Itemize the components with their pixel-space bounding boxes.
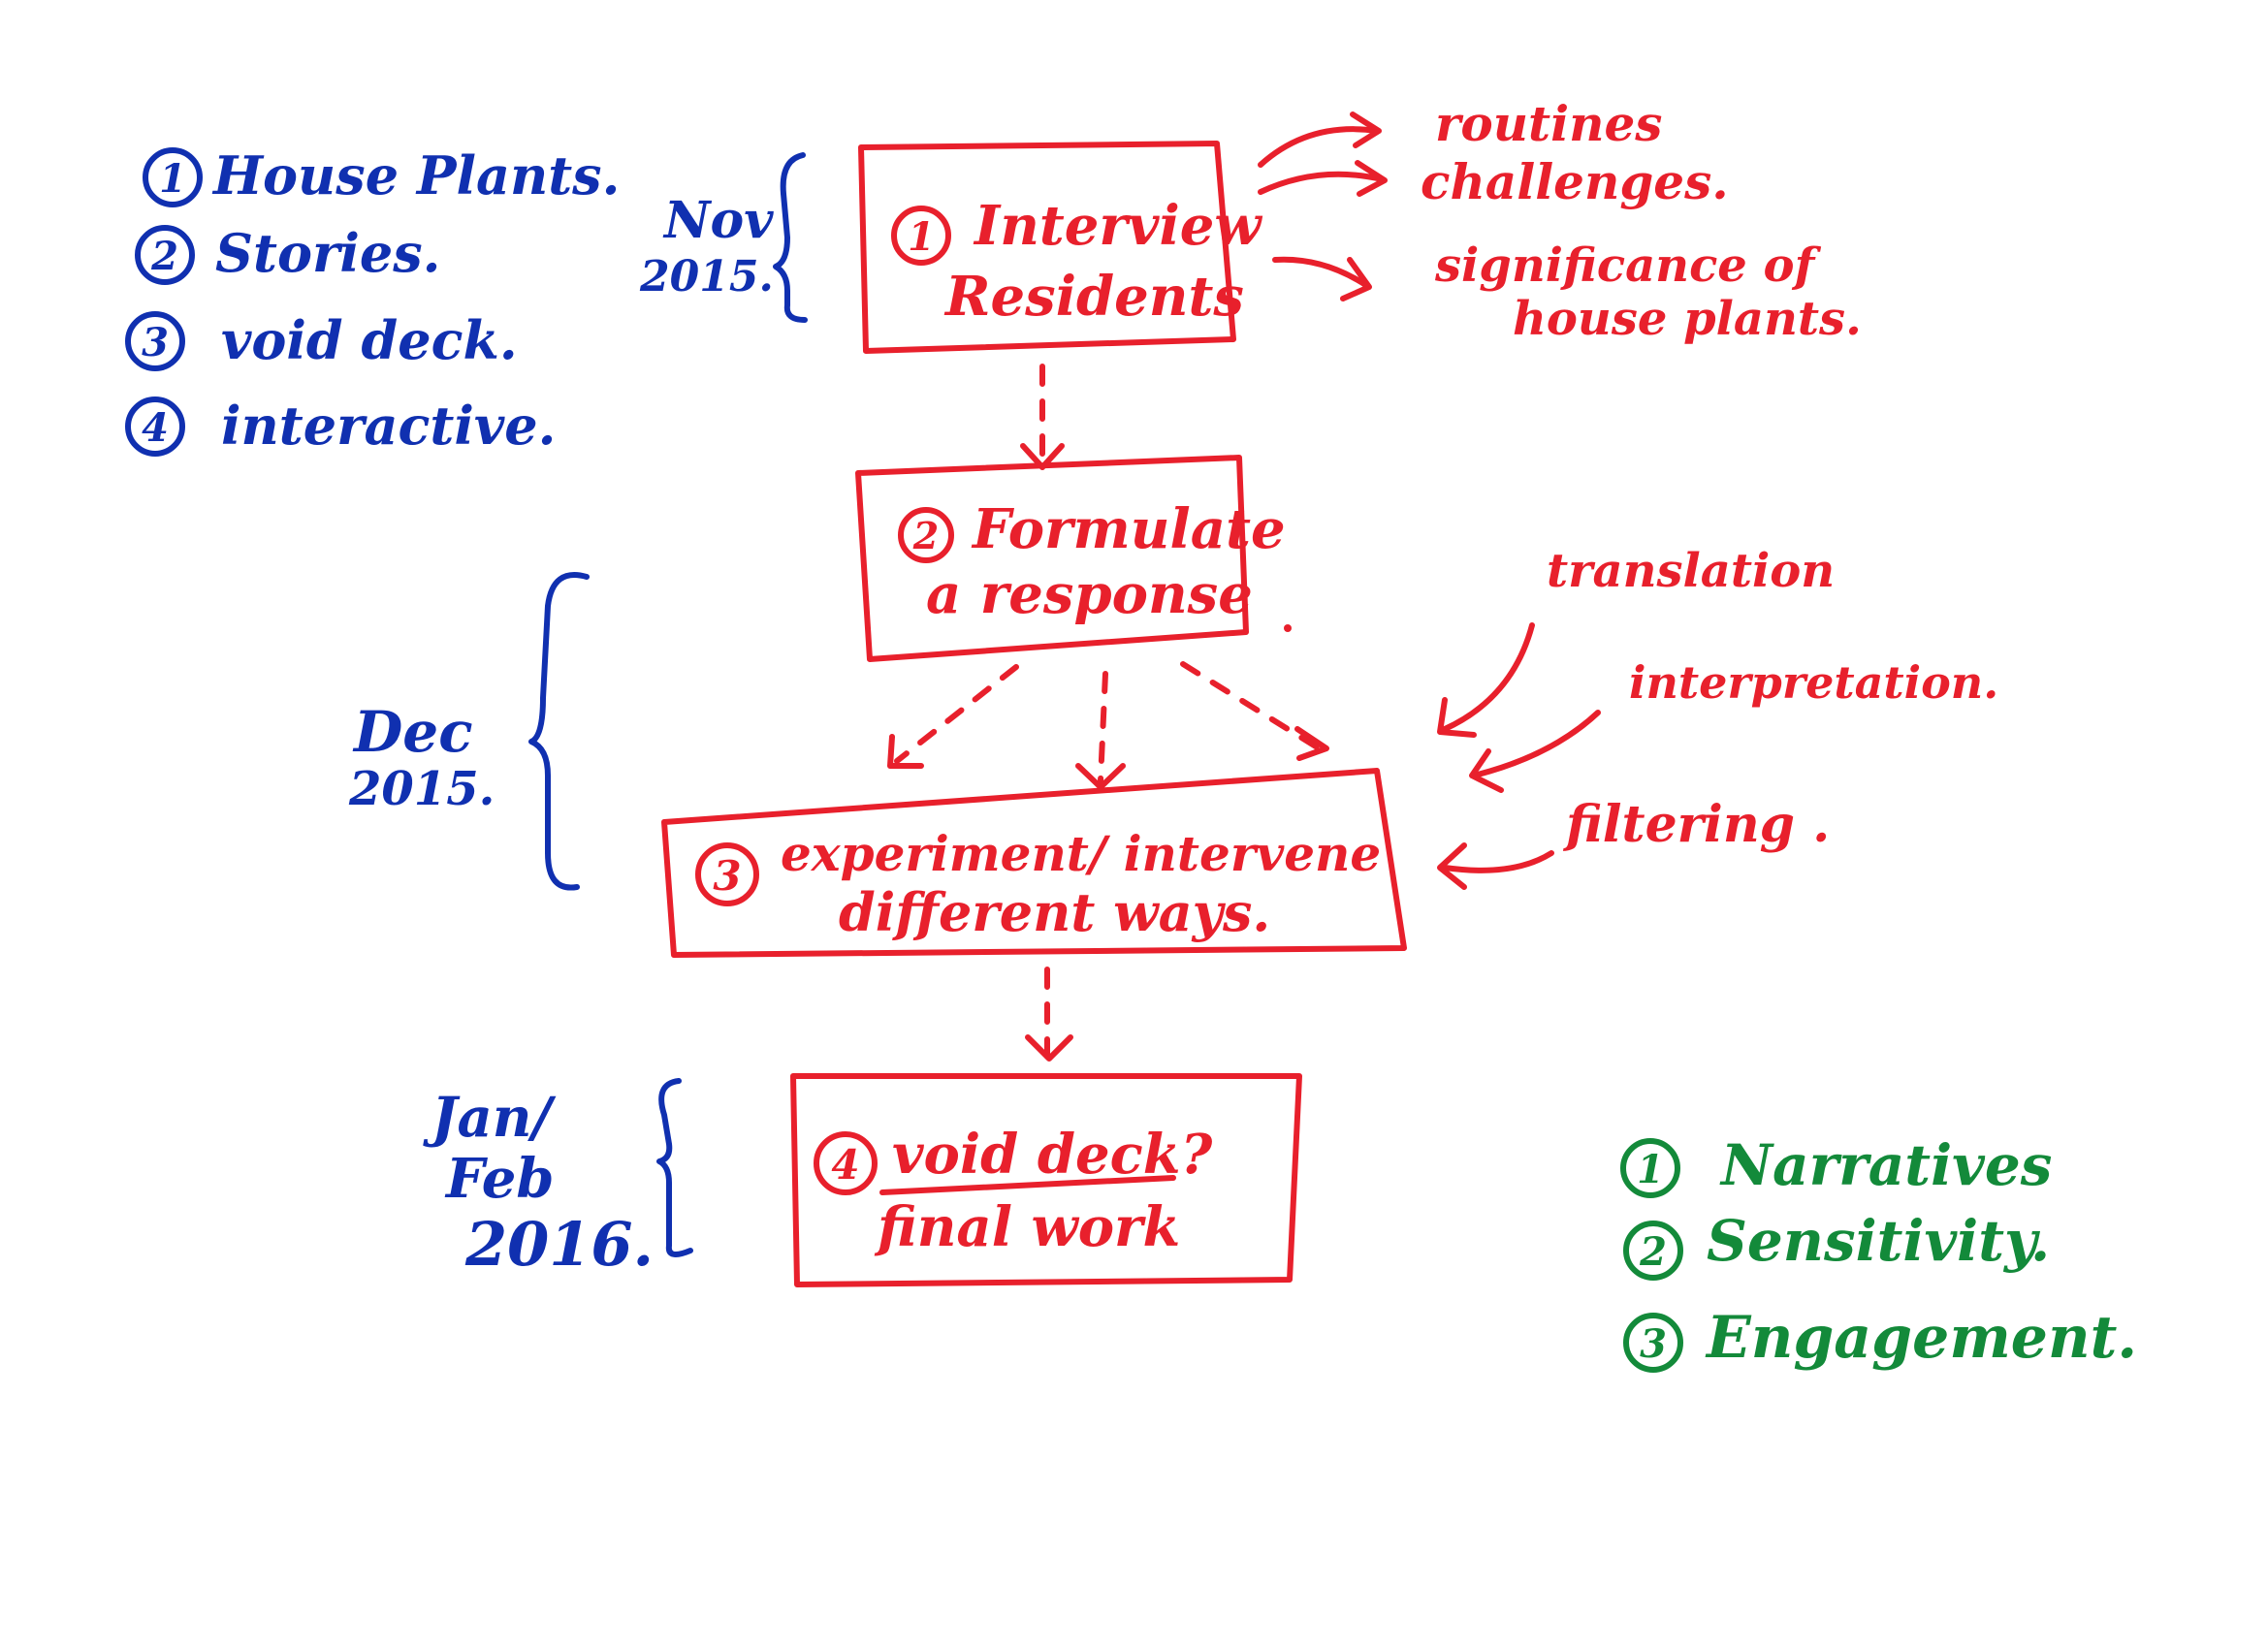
arrow-2-to-3-left <box>894 664 1019 764</box>
arrow-head-icon <box>1437 842 1467 890</box>
legend-right-text: Sensitivity. <box>1707 1208 2050 1274</box>
arrow-head-icon <box>1075 763 1126 790</box>
arrow-2-to-3-right <box>1180 661 1326 754</box>
timeline-label: 2016. <box>464 1209 654 1280</box>
arrow-head-icon <box>887 734 924 769</box>
arrow-head-icon <box>1294 726 1329 761</box>
legend-left-item: 2 Stories. <box>135 222 440 285</box>
underline <box>879 1175 1176 1195</box>
arrow-head-icon <box>1020 443 1065 470</box>
legend-left-num: 2 <box>150 234 178 279</box>
arrow-head-icon <box>1437 697 1477 738</box>
legend-left-item: 1 House Plants. <box>143 144 620 207</box>
arrow-icon <box>1471 710 1601 778</box>
legend-left: 1 House Plants. 2 Stories. 3 void deck. … <box>125 144 620 457</box>
legend-left-item: 3 void deck. <box>125 309 518 371</box>
legend-right-item: 2 Sensitivity. <box>1623 1208 2050 1281</box>
timeline-phase-3: Jan/ Feb 2016. <box>423 1078 693 1280</box>
brace-icon <box>773 152 808 323</box>
outcome-text: house plants. <box>1513 292 1862 346</box>
legend-right-num: 3 <box>1640 1321 1667 1367</box>
legend-right-num: 2 <box>1639 1229 1667 1275</box>
legend-right-item: 3 Engagement. <box>1623 1304 2137 1373</box>
methods: translation interpretation. filtering . <box>1437 544 1998 890</box>
timeline-label: 2015. <box>348 762 495 816</box>
timeline-phase-2: Dec 2015. <box>348 572 590 891</box>
arrow-icon <box>1258 171 1385 195</box>
brace-icon <box>656 1078 693 1257</box>
legend-right-text: Engagement. <box>1705 1304 2137 1372</box>
arrow-head-icon <box>1350 111 1382 148</box>
step-box-4: 4 void deck? final work <box>790 1073 1302 1287</box>
legend-left-text: interactive. <box>221 395 556 457</box>
legend-right-num: 1 <box>1637 1147 1664 1192</box>
legend-right-item: 1 Narratives <box>1620 1132 2052 1198</box>
arrow-head-icon <box>1025 1034 1073 1062</box>
method-text: filtering . <box>1562 795 1830 854</box>
step-number: 2 <box>912 514 939 557</box>
step-line: different ways. <box>839 881 1270 943</box>
step-line: Formulate <box>971 497 1286 561</box>
legend-left-text: Stories. <box>215 222 440 284</box>
arrow-head-icon <box>1469 748 1504 793</box>
legend-left-text: House Plants. <box>211 144 620 206</box>
step-line: final work <box>874 1195 1180 1259</box>
arrow-2-to-3-middle <box>1098 671 1108 783</box>
step-number: 4 <box>831 1141 859 1189</box>
step-number: 3 <box>713 852 741 900</box>
legend-right: 1 Narratives 2 Sensitivity. 3 Engagement… <box>1620 1132 2137 1373</box>
arrow-icon <box>1442 850 1554 873</box>
arrow-head-icon <box>1340 257 1372 301</box>
timeline-label: Dec <box>352 699 473 765</box>
step-line: Residents <box>943 265 1244 329</box>
ink-dot <box>1284 624 1292 632</box>
legend-left-item: 4 interactive. <box>125 395 556 457</box>
arrow-icon <box>1442 622 1535 732</box>
legend-left-text: void deck. <box>221 309 518 371</box>
arrow-head-icon <box>1355 160 1388 197</box>
timeline-label: Feb <box>444 1147 554 1211</box>
timeline-phase-1: Nov 2015. <box>639 152 808 323</box>
step-line: Interview <box>973 194 1262 258</box>
legend-right-text: Narratives <box>1719 1132 2052 1198</box>
step-box-2: 2 Formulate a response <box>855 455 1286 662</box>
step-line: experiment/ intervene <box>781 825 1381 882</box>
outcome-text: challenges. <box>1421 153 1729 210</box>
method-text: interpretation. <box>1629 656 1998 709</box>
outcome-text: routines <box>1435 95 1662 152</box>
outcome-text: significance of <box>1434 238 1822 293</box>
legend-left-num: 4 <box>142 405 169 451</box>
step-box-1: 1 Interview Residents <box>858 141 1262 354</box>
step-line: a response <box>926 562 1253 626</box>
brace-icon <box>528 572 590 891</box>
arrow-icon <box>1272 256 1370 289</box>
timeline-label: Nov <box>662 191 774 250</box>
interview-outcomes: routines challenges. significance of hou… <box>1258 95 1862 346</box>
legend-left-num: 1 <box>159 156 186 202</box>
step-box-3: 3 experiment/ intervene different ways. <box>661 768 1407 958</box>
step-number: 1 <box>908 214 935 260</box>
timeline-label: 2015. <box>639 252 774 301</box>
timeline-label: Jan/ <box>423 1086 556 1150</box>
arrow-icon <box>1258 126 1380 168</box>
legend-left-num: 3 <box>142 320 169 365</box>
flow-arrows <box>887 364 1329 1062</box>
method-text: translation <box>1547 544 1835 598</box>
